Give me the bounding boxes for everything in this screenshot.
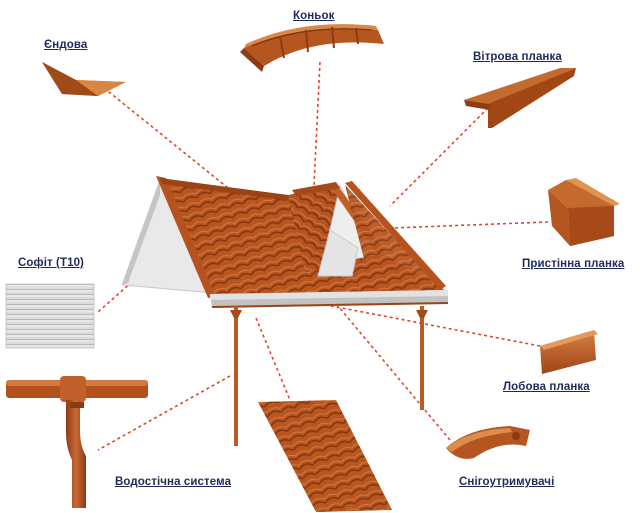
downpipe-left (234, 306, 238, 446)
left-wind-plank (156, 176, 216, 298)
label-vodostichna: Водостічна система (115, 476, 232, 488)
leader-prystinna (391, 221, 549, 229)
lobova-part (540, 330, 598, 374)
label-prystinna: Пристінна планка (522, 258, 625, 270)
prystinna-part (548, 178, 620, 246)
vitrova-part (464, 68, 576, 128)
label-konok: Коньок (293, 10, 335, 22)
label-endova: Єндова (44, 39, 88, 51)
downpipe-right (420, 306, 424, 410)
label-vitrova: Вітрова планка (473, 51, 562, 63)
label-sofit: Софіт (Т10) (18, 257, 84, 269)
vodostichna-part (6, 376, 148, 508)
konok-part (240, 24, 384, 72)
label-lobova: Лобова планка (503, 381, 590, 393)
label-snigo: Снігоутримувачі (459, 476, 555, 488)
leader-tile (255, 317, 291, 401)
soffit-panel (5, 283, 95, 349)
roof-tile-sheet (258, 400, 392, 512)
leader-vodostichna (97, 375, 231, 451)
leader-konok (313, 61, 321, 186)
ridge (160, 178, 298, 202)
snigo-part (446, 426, 530, 459)
leader-endova (103, 87, 239, 197)
endova-part (42, 62, 126, 96)
leader-vitrova (389, 107, 489, 207)
house-illustration (121, 176, 449, 446)
leader-snig (337, 305, 451, 441)
